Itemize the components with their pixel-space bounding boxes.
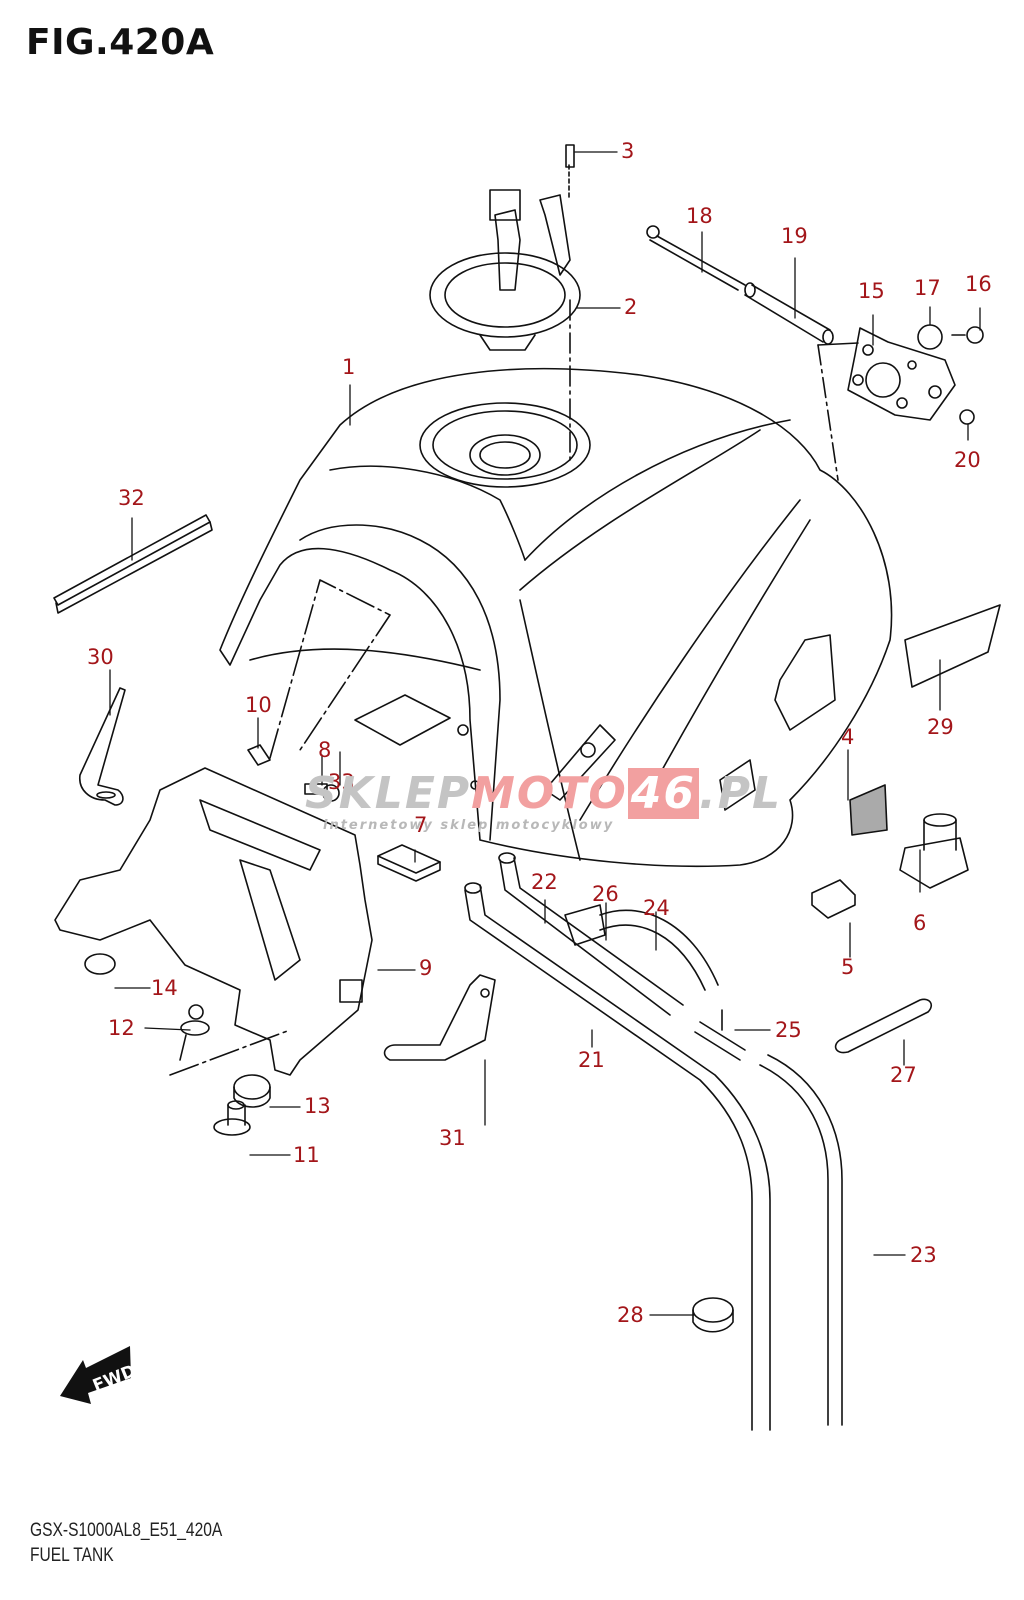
hose-23-part[interactable]: [759, 1054, 843, 1426]
bolt-12-part[interactable]: [179, 1004, 210, 1061]
grommet-13-part[interactable]: [233, 1074, 271, 1108]
callout-14[interactable]: 14: [151, 976, 178, 1000]
hose-clamp-26-part[interactable]: [564, 904, 606, 946]
cushion-5-part[interactable]: [811, 879, 856, 919]
screw-8-part[interactable]: [304, 783, 340, 802]
callout-8[interactable]: 8: [318, 738, 332, 762]
pad-part[interactable]: [377, 844, 441, 882]
model-code: GSX-S1000AL8_E51_420A: [30, 1520, 223, 1541]
spacer-part[interactable]: [744, 282, 834, 345]
hose-21-part[interactable]: [464, 882, 771, 1431]
callout-3[interactable]: 3: [621, 139, 635, 163]
fuel-cap-part[interactable]: [429, 189, 581, 351]
callout-33[interactable]: 33: [328, 770, 355, 794]
band-27-part[interactable]: [834, 998, 932, 1054]
callout-6[interactable]: 6: [913, 911, 927, 935]
callout-26[interactable]: 26: [592, 882, 619, 906]
long-bolt-part[interactable]: [646, 225, 746, 291]
callout-22[interactable]: 22: [531, 870, 558, 894]
assembly-line: [269, 579, 391, 759]
clip-part[interactable]: [247, 744, 271, 766]
assembly-line: [817, 342, 859, 346]
callout-24[interactable]: 24: [643, 896, 670, 920]
callout-29[interactable]: 29: [927, 715, 954, 739]
seal-strip-part[interactable]: [53, 514, 213, 614]
callout-21[interactable]: 21: [578, 1048, 605, 1072]
watermark-part3: 46: [627, 768, 699, 819]
bracket-31-part[interactable]: [383, 974, 496, 1061]
callout-28[interactable]: 28: [617, 1303, 644, 1327]
collar-part[interactable]: [213, 1100, 251, 1136]
figure-title: FIG.420A: [26, 22, 215, 63]
damper-6-part[interactable]: [899, 813, 969, 889]
callout-18[interactable]: 18: [686, 204, 713, 228]
cushion-part[interactable]: [354, 694, 451, 746]
nut-part[interactable]: [959, 409, 975, 425]
callout-7[interactable]: 7: [414, 813, 428, 837]
callout-32[interactable]: 32: [118, 486, 145, 510]
hose-24-part[interactable]: [599, 909, 719, 991]
callout-15[interactable]: 15: [858, 279, 885, 303]
hose-22-part[interactable]: [498, 852, 684, 1016]
diagram-name: FUEL TANK: [30, 1545, 114, 1566]
callout-23[interactable]: 23: [910, 1243, 937, 1267]
callout-11[interactable]: 11: [293, 1143, 320, 1167]
callout-16[interactable]: 16: [965, 272, 992, 296]
fuel-tank-part[interactable]: [219, 367, 893, 868]
callout-10[interactable]: 10: [245, 693, 272, 717]
bracket-part[interactable]: [847, 327, 956, 421]
watermark-part2: MOTO: [471, 768, 628, 819]
sheet-29-part[interactable]: [904, 604, 1001, 688]
grommet-14-part[interactable]: [84, 953, 116, 975]
joint-25-part[interactable]: [694, 1009, 746, 1061]
callout-13[interactable]: 13: [304, 1094, 331, 1118]
callout-2[interactable]: 2: [624, 295, 638, 319]
screw-part[interactable]: [951, 326, 984, 344]
assembly-line: [169, 1029, 291, 1076]
callout-4[interactable]: 4: [841, 725, 855, 749]
watermark-tagline: internetowy sklep motocyklowy: [323, 818, 615, 833]
bolt-part[interactable]: [565, 144, 575, 201]
tray-part[interactable]: [54, 767, 373, 1076]
watermark: SKLEPMOTO46.PL internetowy sklep motocyk…: [305, 768, 782, 833]
callout-19[interactable]: 19: [781, 224, 808, 248]
callout-5[interactable]: 5: [841, 955, 855, 979]
pad-4-part[interactable]: [849, 784, 888, 836]
assembly-line: [817, 344, 839, 481]
watermark-part1: SKLEP: [305, 768, 472, 819]
callout-25[interactable]: 25: [775, 1018, 802, 1042]
callout-30[interactable]: 30: [87, 645, 114, 669]
grommet-part[interactable]: [917, 324, 943, 350]
bracket-30-part[interactable]: [79, 687, 126, 806]
watermark-part4: .PL: [698, 768, 782, 819]
callout-17[interactable]: 17: [914, 276, 941, 300]
callout-31[interactable]: 31: [439, 1126, 466, 1150]
callout-12[interactable]: 12: [108, 1016, 135, 1040]
clamp-28-part[interactable]: [692, 1297, 734, 1333]
callout-9[interactable]: 9: [419, 956, 433, 980]
forward-arrow-icon: FWD: [60, 1346, 139, 1404]
callout-27[interactable]: 27: [890, 1063, 917, 1087]
leader-lines: [109, 151, 981, 1316]
callout-1[interactable]: 1: [342, 355, 356, 379]
callout-20[interactable]: 20: [954, 448, 981, 472]
